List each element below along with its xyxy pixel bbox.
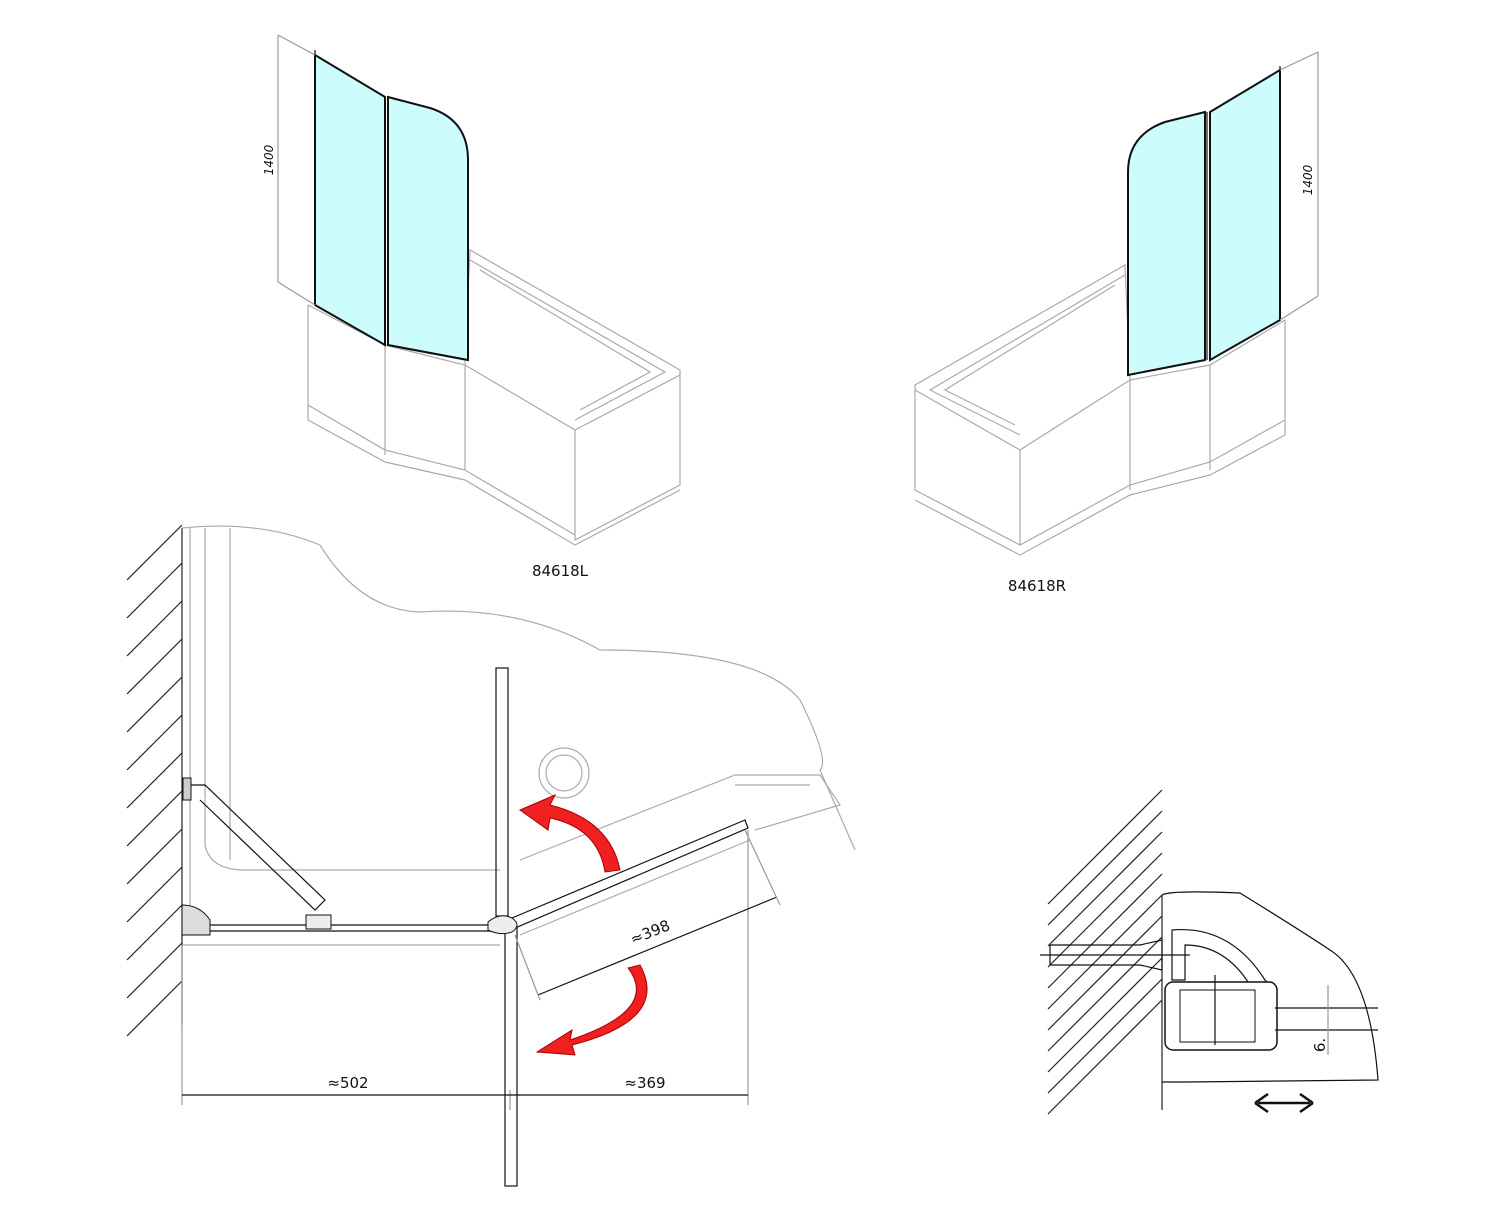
hatch-line — [1047, 810, 1163, 926]
screen-left-isometric — [314, 50, 469, 362]
rotate-arrow-up-icon — [518, 794, 621, 873]
hatch-line — [1047, 957, 1163, 1073]
dim-left-label: ≈502 — [327, 1074, 368, 1092]
hatch-line — [126, 600, 183, 657]
hatch-line — [126, 562, 183, 619]
hatch-line — [1047, 978, 1163, 1094]
hatch-line — [126, 524, 183, 581]
model-code-right: 84618R — [1008, 577, 1066, 595]
hatch-line — [126, 828, 183, 885]
rotate-arrow-down-icon — [535, 964, 648, 1056]
hatch-line — [1047, 999, 1163, 1115]
wall-hatching — [126, 524, 183, 1037]
hatch-line — [126, 638, 183, 695]
hatch-line — [126, 714, 183, 771]
hatch-line — [1047, 936, 1163, 1052]
hatch-line — [126, 676, 183, 733]
bath-left-isometric — [307, 248, 681, 546]
model-code-left: 84618L — [532, 562, 589, 580]
screen-plan — [181, 667, 749, 1187]
open-panel — [504, 927, 518, 1187]
hatch-line — [126, 980, 183, 1037]
height-dimension-right: 1400 — [1279, 51, 1319, 321]
hatch-line — [1047, 873, 1163, 989]
hatch-line — [126, 752, 183, 809]
hatch-line — [126, 904, 183, 961]
hatch-line — [126, 866, 183, 923]
bath-right-isometric — [914, 263, 1286, 556]
hatch-line — [126, 790, 183, 847]
bath-plan-outline — [181, 525, 856, 946]
dim-diagonal-label: ≈398 — [628, 916, 673, 948]
hatch-line — [1047, 894, 1163, 1010]
dim-right-label: ≈369 — [624, 1074, 665, 1092]
gap-dim-label: 6. — [1311, 1038, 1329, 1052]
hatch-line — [1047, 789, 1163, 905]
wall-profile-detail: 6. — [1040, 789, 1379, 1115]
height-label-right: 1400 — [1301, 164, 1315, 195]
hatch-line — [126, 942, 183, 999]
swing-arrows — [518, 794, 648, 1056]
plan-dimensions: ≈502 ≈369 ≈398 — [181, 829, 781, 1110]
hatch-line — [1047, 915, 1163, 1031]
hatch-line — [1047, 831, 1163, 947]
height-label-left: 1400 — [262, 144, 276, 175]
screen-right-isometric — [1127, 66, 1281, 377]
double-arrow-icon — [1254, 1092, 1314, 1114]
height-dimension-left: 1400 — [262, 34, 316, 306]
hatch-line — [1047, 852, 1163, 968]
folded-panel — [495, 667, 509, 917]
